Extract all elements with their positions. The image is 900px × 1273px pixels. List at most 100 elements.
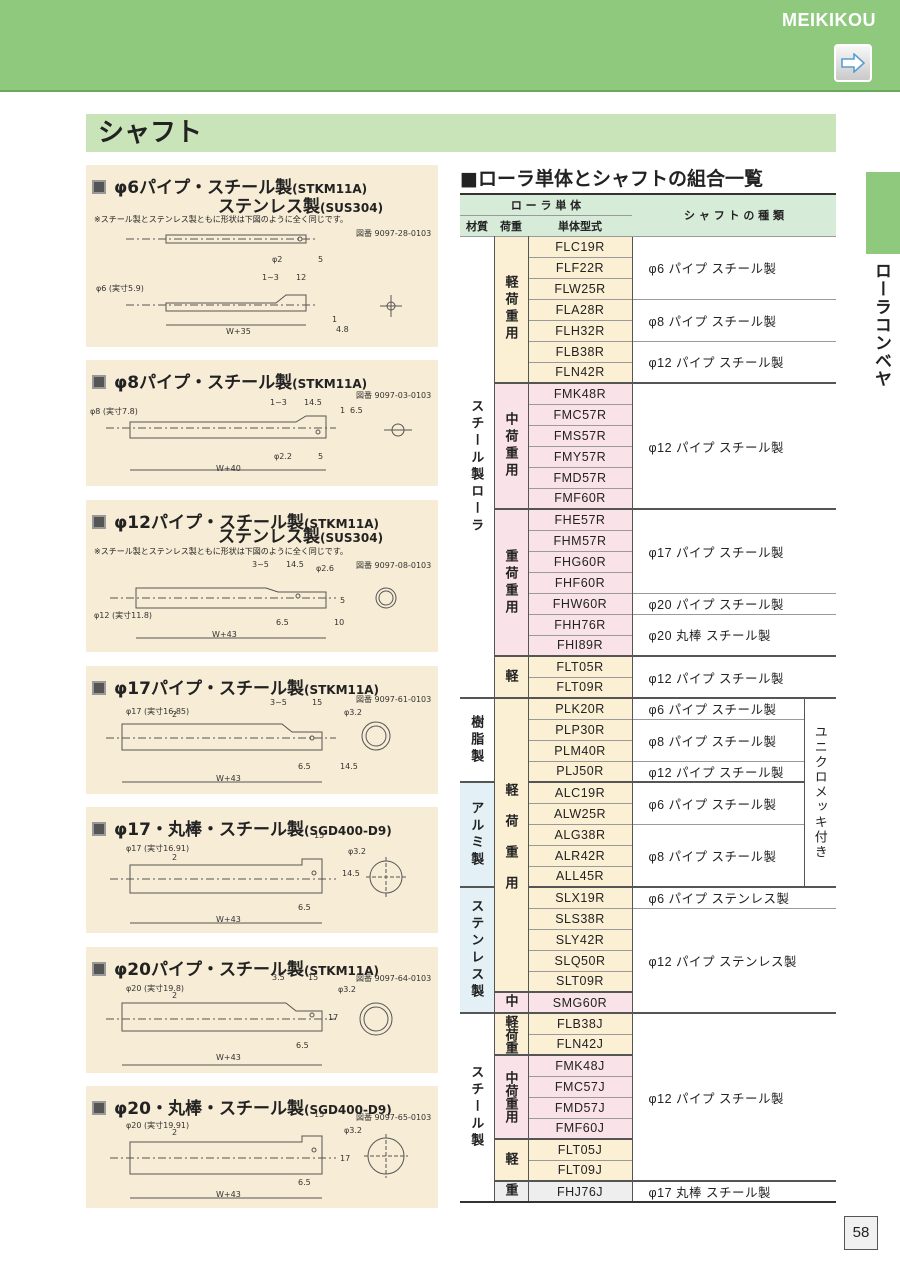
dim-label: 15 [314, 1110, 325, 1119]
panel-title: φ8パイプ・スチール製(STKM11A) [92, 368, 367, 393]
load-cell: 中荷重用 [494, 1054, 529, 1139]
panel-title-2: ステンレス製(SUS304) [218, 527, 384, 547]
header-model: 単体型式 [528, 214, 633, 236]
dim-label: 6.5 [298, 903, 311, 912]
dim-label: φ2.2 [274, 452, 292, 461]
panel-note: ※スチール製とステンレス製ともに形状は下図のように全く同じです。 [94, 215, 348, 224]
material-cell: ステンレス製 [460, 886, 495, 1013]
load-cell: 軽 [494, 1138, 529, 1181]
dim-label: 3.5 [272, 973, 285, 982]
next-page-button[interactable] [834, 44, 872, 82]
model-cell: SLX19R [528, 886, 633, 908]
shaft-cell: φ8 パイプ スチール製 [631, 298, 837, 341]
load-cell: 中荷重用 [494, 382, 529, 509]
shaft-cell: φ17 丸棒 スチール製 [631, 1180, 837, 1202]
panel-note: ※スチール製とステンレス製ともに形状は下図のように全く同じです。 [94, 547, 348, 556]
model-cell: FLT05R [528, 655, 633, 677]
panel-title: φ20パイプ・スチール製(STKM11A) [92, 955, 379, 980]
model-cell: ALR42R [528, 844, 633, 866]
dim-label: 6.5 [276, 618, 289, 627]
model-cell: FLB38J [528, 1012, 633, 1034]
square-bullet-icon [92, 180, 106, 194]
combination-table: ロ ー ラ 単 体 シ ャ フ ト の 種 類 材質 荷重 単体型式 スチール製… [460, 193, 837, 1203]
drawing-number: 図番 9097-28-0103 [356, 229, 432, 238]
dim-label: 6.5 [298, 762, 311, 771]
dim-label: 12 [296, 273, 307, 282]
model-cell: FMK48J [528, 1054, 633, 1076]
dim-label: 4.8 [336, 325, 349, 334]
load-cell: 軽荷重用 [494, 697, 529, 992]
dim-label: φ17 (実寸16.85) [126, 707, 190, 716]
dim-label: φ3.2 [344, 1126, 362, 1135]
model-cell: FLT09J [528, 1159, 633, 1181]
model-cell: FHG60R [528, 550, 633, 572]
model-cell: FHF60R [528, 571, 633, 593]
shaft-panel-7: φ20・丸棒・スチール製(SGD400-D9) 図番 9097-65-0103 … [86, 1086, 438, 1208]
material-cell: 樹脂製 [460, 697, 495, 782]
dim-label: 15 [312, 698, 323, 707]
model-cell: FMS57R [528, 424, 633, 446]
dim-label: φ20 (実寸19.8) [126, 984, 185, 993]
model-cell: FMY57R [528, 445, 633, 467]
load-cell: 中 [494, 991, 529, 1013]
material-cell: スチール製 [460, 1012, 495, 1202]
dim-label: 2 [172, 853, 178, 862]
shaft-panel-6: φ20パイプ・スチール製(STKM11A) 図番 9097-64-0103 3.… [86, 947, 438, 1073]
dim-label: W+43 [212, 630, 237, 639]
shaft-cell: φ12 パイプ スチール製 [631, 382, 837, 509]
side-tab[interactable] [866, 172, 900, 254]
model-cell: ALC19R [528, 781, 633, 803]
load-cell: 重 [494, 1180, 529, 1202]
dim-label: 5 [340, 596, 346, 605]
shaft-panel-1: φ6パイプ・スチール製(STKM11A) ステンレス製(SUS304) ※スチー… [86, 165, 438, 347]
model-cell: FLA28R [528, 298, 633, 320]
plating-cell: ユニクロメッキ付き [803, 697, 837, 887]
panel-title-2: ステンレス製(SUS304) [218, 197, 384, 217]
dim-label: φ3.2 [344, 708, 362, 717]
dim-label: 3~5 [270, 698, 287, 707]
model-cell: FLF22R [528, 256, 633, 278]
model-cell: ALG38R [528, 823, 633, 845]
model-cell: FHE57R [528, 508, 633, 530]
shaft-cell: φ6 パイプ スチール製 [631, 697, 805, 719]
model-cell: FLN42R [528, 361, 633, 383]
dim-label: 10 [334, 618, 345, 627]
model-cell: FLW25R [528, 277, 633, 299]
shaft-panel-5: φ17・丸棒・スチール製(SGD400-D9) 15 φ3.2 2 14.5 6… [86, 807, 438, 933]
shaft-drawing [110, 587, 397, 639]
model-cell: SLQ50R [528, 949, 633, 971]
dim-label: 15 [308, 973, 319, 982]
model-cell: FLN42J [528, 1033, 633, 1055]
dim-label: φ2 [272, 255, 283, 264]
section-title: シャフト [86, 114, 836, 152]
material-cell: アルミ製 [460, 781, 495, 887]
model-cell: FMD57R [528, 466, 633, 488]
model-cell: PLM40R [528, 739, 633, 761]
panel-title: φ17・丸棒・スチール製(SGD400-D9) [92, 815, 392, 840]
shaft-drawing [106, 1002, 393, 1066]
square-bullet-icon [92, 375, 106, 389]
shaft-panel-4: φ17パイプ・スチール製(STKM11A) 図番 9097-61-0103 3~… [86, 666, 438, 794]
shaft-drawing [110, 857, 406, 924]
model-cell: FLT09R [528, 676, 633, 698]
model-cell: ALL45R [528, 865, 633, 887]
model-cell: PLJ50R [528, 760, 633, 782]
drawing-number: 図番 9097-65-0103 [356, 1113, 432, 1122]
model-cell: PLP30R [528, 718, 633, 740]
material-cell: スチール製ローラ [460, 235, 495, 698]
model-cell: FHH76R [528, 613, 633, 635]
dim-label: 15 [314, 831, 325, 840]
dim-label: W+40 [216, 464, 241, 473]
shaft-cell: φ12 パイプ スチール製 [631, 1012, 837, 1181]
dim-label: 6.5 [350, 406, 363, 415]
model-cell: ALW25R [528, 802, 633, 824]
shaft-cell: φ8 パイプ スチール製 [631, 823, 805, 887]
shaft-drawing [110, 1134, 408, 1199]
shaft-cell: φ8 パイプ スチール製 [631, 718, 805, 761]
dim-label: 6.5 [298, 1178, 311, 1187]
model-cell: FLH32R [528, 319, 633, 341]
model-cell: FHJ76J [528, 1180, 633, 1202]
shaft-cell: φ12 パイプ ステンレス製 [631, 907, 837, 1013]
drawing-number: 図番 9097-03-0103 [356, 391, 432, 400]
dim-label: W+43 [216, 774, 241, 783]
